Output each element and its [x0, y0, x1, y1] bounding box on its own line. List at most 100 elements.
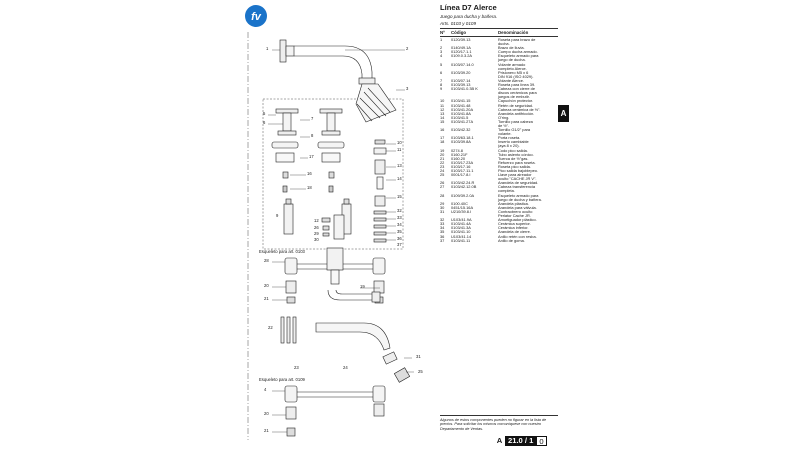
part-number: 7	[440, 77, 443, 83]
part-number: 12	[440, 106, 445, 112]
part-description: completo Alerce.	[498, 65, 527, 71]
part-code: 0103/42.12.0B	[451, 184, 477, 190]
part-number: 30	[440, 204, 445, 210]
part-number: 27	[440, 184, 445, 190]
callout-35: 35	[397, 229, 402, 234]
part-description: Arandela de seguridad.	[498, 180, 539, 186]
part-number: 1	[440, 37, 443, 42]
footnote: Algunos de estos componentes pueden no f…	[440, 418, 547, 431]
part-description: Anillo de goma.	[498, 237, 525, 243]
part-code: 0103/42.32	[451, 127, 471, 133]
part-description: Tornillo para cabeza	[498, 118, 533, 124]
part-number: 35	[440, 229, 445, 235]
divider	[440, 28, 558, 29]
shower-head	[355, 83, 397, 123]
callout-34: 34	[397, 222, 402, 227]
part-code: 0451/15.16A	[451, 204, 474, 210]
part-code: 0103/41.3A	[451, 225, 471, 231]
part-number: 23	[440, 163, 445, 169]
callout-14: 14	[397, 176, 402, 181]
callout-25: 25	[418, 369, 423, 374]
col-code: Código	[451, 30, 467, 35]
callout-31: 31	[416, 354, 421, 359]
leader-lines	[268, 49, 414, 433]
part-description: Arandela antifricción.	[498, 110, 535, 116]
part-number: 22	[440, 159, 445, 165]
part-code: 0103/42.24.R	[451, 180, 475, 186]
part-number: 8	[440, 82, 443, 88]
escutcheons	[271, 141, 345, 163]
part-code: 0103/41.4A	[451, 221, 471, 227]
part-description: Volante Alerce.	[498, 77, 524, 83]
part-number: 3	[440, 49, 443, 55]
part-description: Cerámica superior.	[498, 221, 531, 227]
part-number: 20	[440, 151, 445, 157]
part-description: Roseta pico salida.	[498, 163, 531, 169]
table-row: 27 0103/42.12.0B Cabeza transferencia	[440, 185, 560, 189]
skeleton-label-0103: Esqueleto para art. 0103	[259, 249, 305, 254]
part-number: 29	[440, 200, 445, 206]
skeleton-0103	[284, 247, 386, 304]
callout-16: 16	[307, 171, 312, 176]
callout-22: 22	[268, 325, 273, 330]
part-number: 32	[440, 217, 445, 223]
part-number: 16	[440, 127, 445, 133]
callout-2: 2	[406, 46, 409, 51]
divider	[440, 415, 558, 416]
part-description: volante.	[498, 131, 512, 137]
divider	[440, 36, 558, 37]
part-code: 0103/39.8A	[451, 139, 471, 145]
callout-11: 11	[397, 147, 402, 152]
page-number: A 21.0 / 1 0	[494, 436, 547, 446]
part-description: Roseta para brazo de	[498, 37, 536, 42]
callout-29: 29	[314, 231, 319, 236]
table-row: Perlator Cache JR.	[440, 213, 560, 218]
callout-36: 36	[397, 236, 402, 241]
part-code: 0103/39.13	[451, 82, 471, 88]
part-code: 0103/41.8A	[451, 110, 471, 116]
part-description: Tornillo G1/2" para	[498, 127, 531, 133]
group-frame	[262, 98, 404, 250]
part-description: Roseta para línea 39.	[498, 82, 536, 88]
part-description: Refuerzo para roseta.	[498, 159, 536, 165]
table-row: de ½".	[440, 123, 560, 128]
spout-elbow	[327, 289, 372, 301]
table-row: juego de ducha y bañera.	[440, 197, 560, 202]
col-num: Nº	[440, 30, 445, 35]
part-code: 0103/17.11.1	[451, 168, 474, 173]
part-description: Esqueleto armado para	[498, 53, 539, 59]
part-description: completa.	[498, 188, 515, 194]
callout-12: 12	[314, 218, 319, 223]
part-number: 31	[440, 208, 445, 214]
part-code: 0103/63.18.1	[451, 135, 474, 141]
cartridge-exploded-stack	[373, 139, 387, 243]
part-number: 9	[440, 86, 443, 92]
part-code: U210/39.8.I	[451, 208, 472, 214]
part-description: Anillo retén con resba.	[498, 233, 537, 239]
part-code: 0100.40C	[451, 200, 468, 206]
table-row: volante.	[440, 132, 560, 136]
callout-1: 1	[266, 46, 269, 51]
part-code: 0103/41.0.3B K	[451, 86, 478, 92]
callout-21: 21	[264, 296, 269, 301]
part-description: Llave para aireador	[498, 172, 532, 178]
part-code: 0103/07.14	[451, 77, 471, 83]
part-number: 4	[440, 53, 443, 59]
bath-spout	[315, 322, 391, 351]
part-number: 13	[440, 110, 445, 116]
part-description: Amortiguador plástico.	[498, 217, 537, 223]
part-number: 6	[440, 69, 443, 75]
part-description: Cabeza transferencia	[498, 184, 535, 190]
section-tab: A	[558, 105, 569, 122]
